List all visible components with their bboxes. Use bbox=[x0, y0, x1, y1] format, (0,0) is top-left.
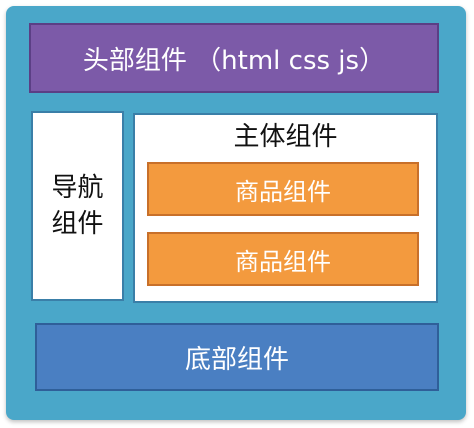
product-component-box: 商品组件 bbox=[147, 232, 419, 286]
nav-component-label-line1: 导航 bbox=[51, 173, 104, 203]
header-component-label: 头部组件 （html css js） bbox=[82, 45, 386, 76]
product-component-label: 商品组件 bbox=[235, 247, 331, 276]
product-component-box: 商品组件 bbox=[147, 162, 419, 216]
product-component-label: 商品组件 bbox=[235, 177, 331, 206]
footer-component-box: 底部组件 bbox=[35, 323, 439, 391]
nav-component-box: 导航 组件 bbox=[31, 111, 124, 301]
nav-component-label-line2: 组件 bbox=[51, 209, 104, 239]
main-component-label: 主体组件 bbox=[233, 122, 338, 152]
footer-component-label: 底部组件 bbox=[184, 344, 289, 375]
header-component-box: 头部组件 （html css js） bbox=[29, 23, 439, 93]
